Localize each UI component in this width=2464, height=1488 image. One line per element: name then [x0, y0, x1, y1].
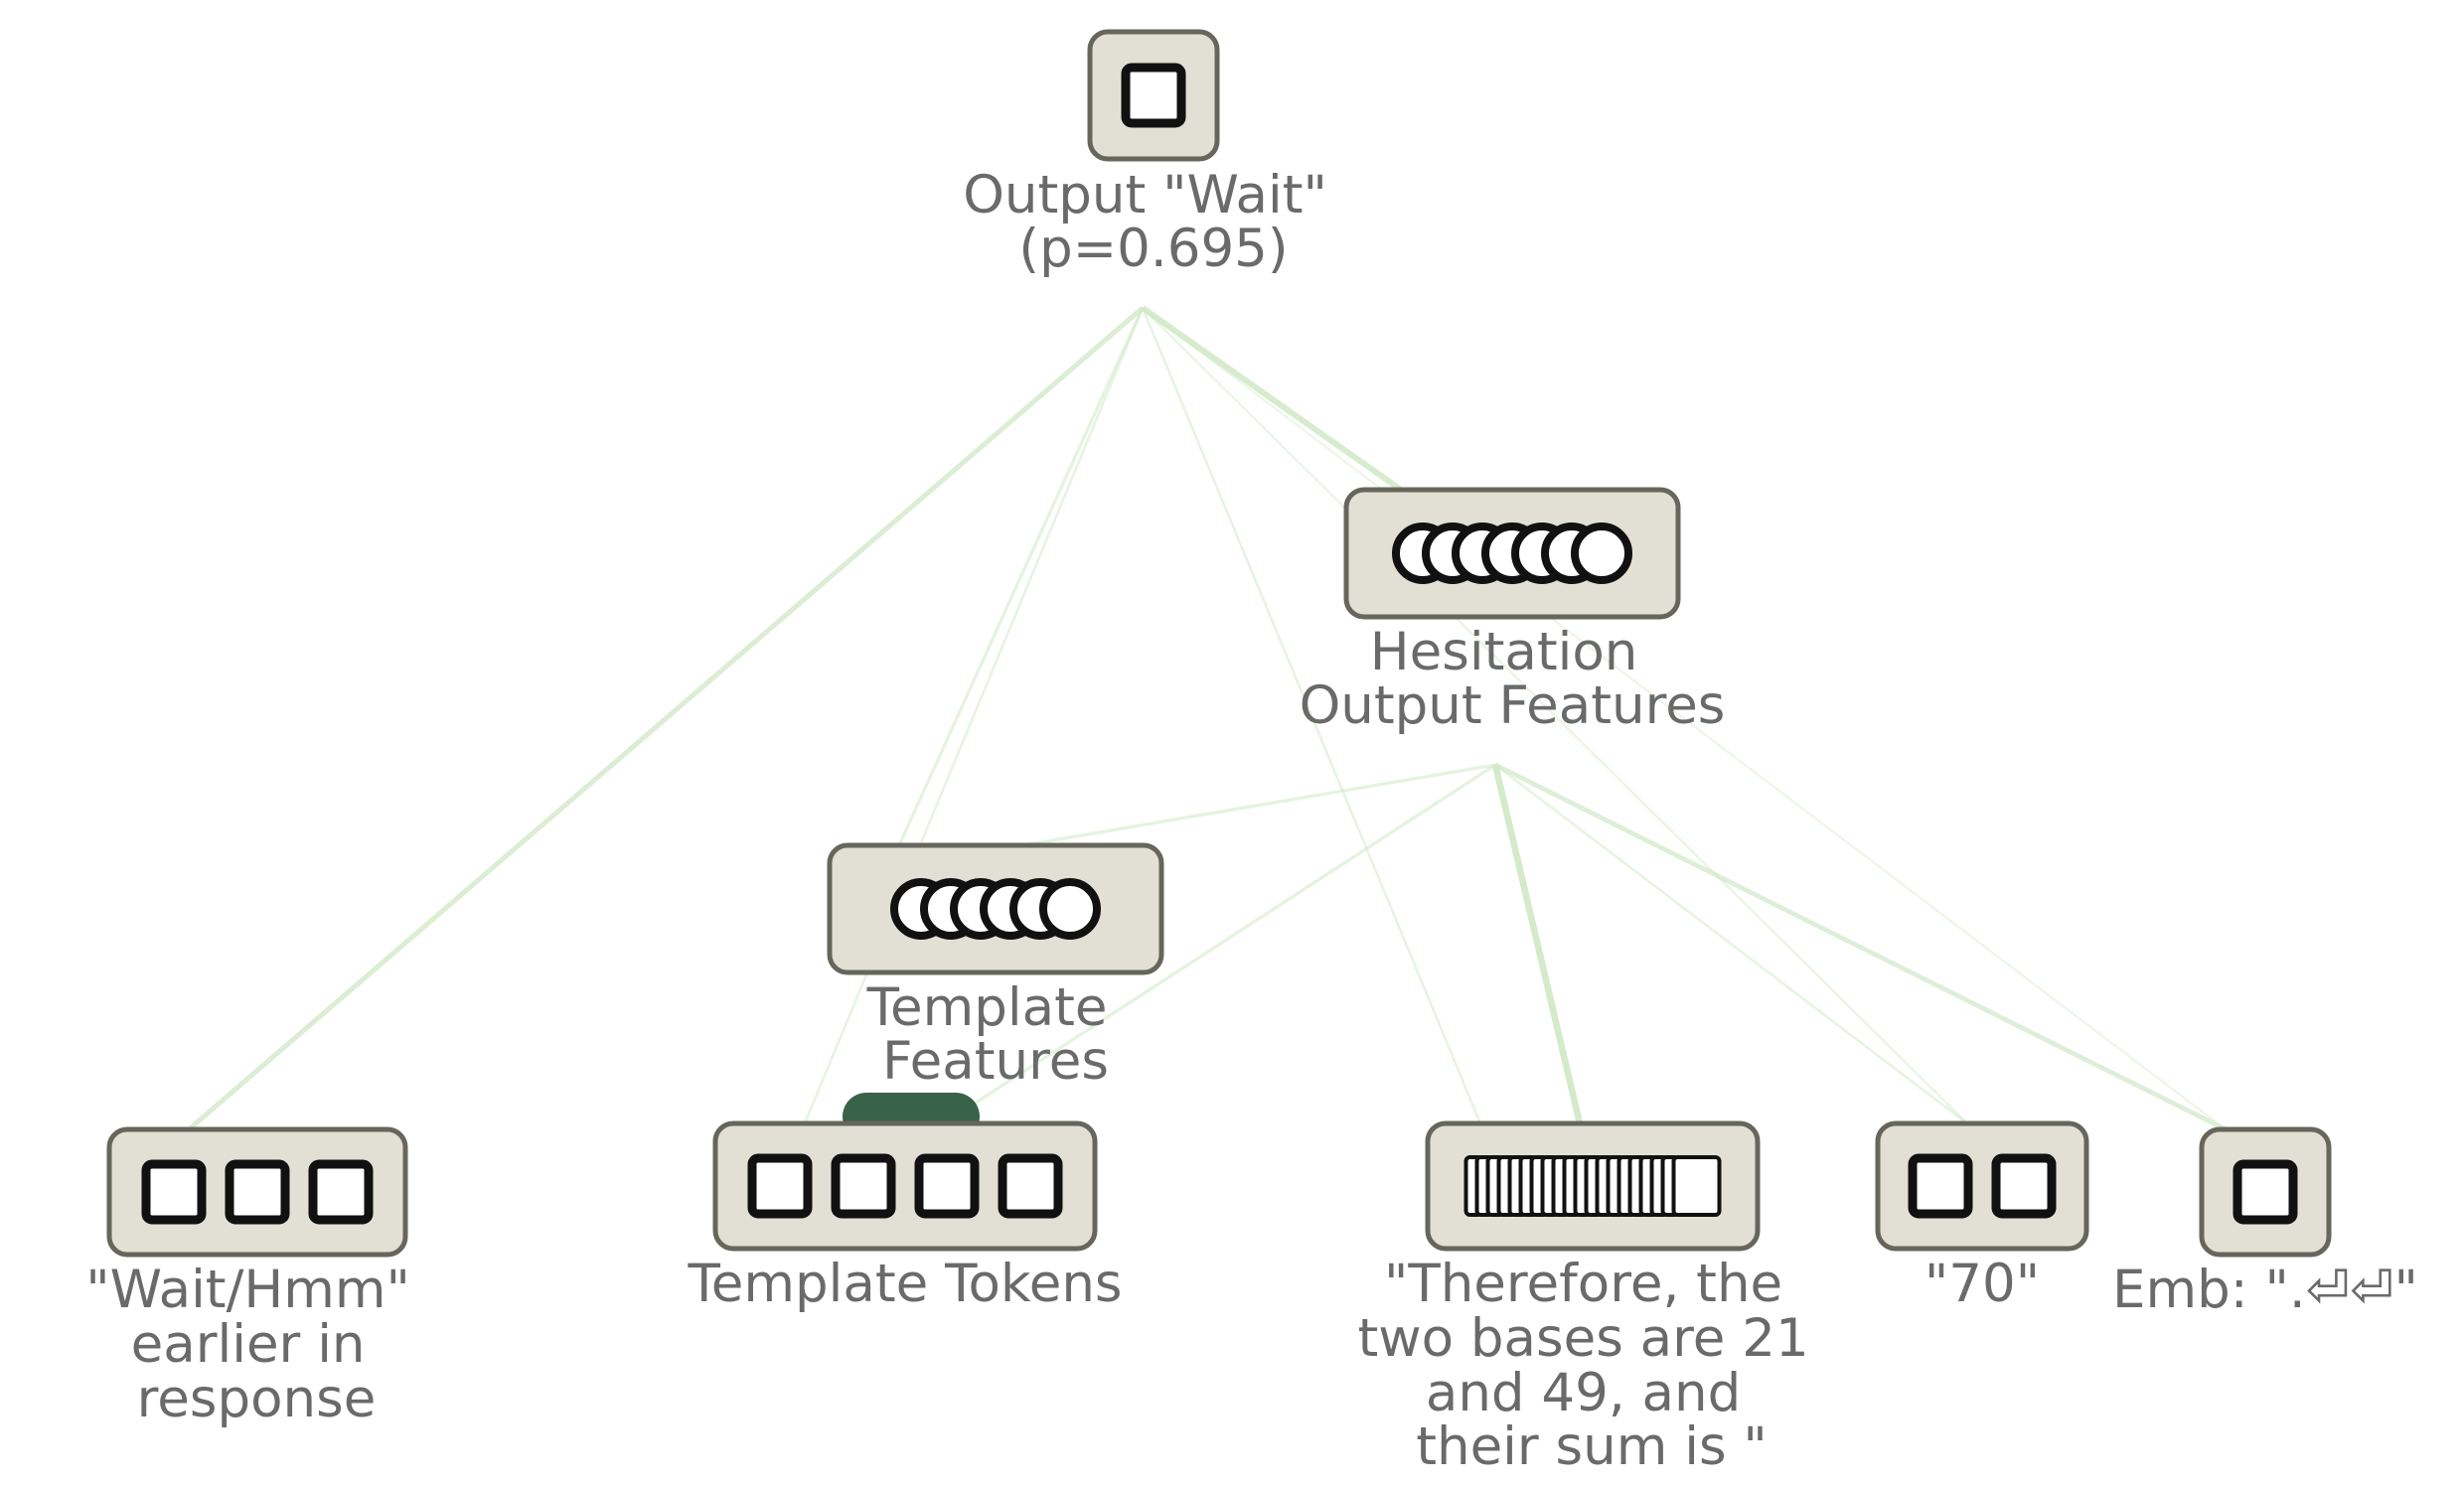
edge-emb_newlines-to-hesitation_output_features	[1493, 762, 2228, 1132]
node-template-tokens-box[interactable]	[712, 1120, 1098, 1252]
label-line: Output "Wait"	[963, 165, 1327, 225]
token-square	[914, 1153, 980, 1219]
edges-layer	[187, 305, 2228, 1132]
token-square	[831, 1153, 896, 1219]
node-tok-70-glyphs	[1908, 1153, 2057, 1219]
label-line: two bases are 21	[1357, 1308, 1808, 1369]
label-line: Hesitation	[1370, 622, 1638, 682]
node-emb-glyphs	[2233, 1159, 2298, 1225]
node-tok-70-label: "70"	[1925, 1254, 2040, 1314]
token-square	[225, 1159, 290, 1225]
edge-template_tokens-to-output_wait	[803, 307, 1145, 1124]
edge-emb_newlines-to-output_wait	[1142, 307, 2227, 1130]
label-line: their sum is "	[1416, 1416, 1768, 1477]
node-template-tokens-glyphs	[747, 1153, 1063, 1219]
label-line: Template Tokens	[687, 1254, 1122, 1314]
label-line: Output Features	[1300, 675, 1726, 736]
node-therefore-label: "Therefore, the two bases are 21 and 49,…	[1357, 1254, 1825, 1477]
node-wait-hmm-glyphs	[141, 1159, 374, 1225]
edge-template_tokens-to-hesitation_output_features	[963, 763, 1496, 1113]
token-square	[2233, 1159, 2298, 1225]
node-therefore-tokens[interactable]: "Therefore, the two bases are 21 and 49,…	[1357, 1120, 1825, 1477]
node-therefore-glyphs	[1463, 1155, 1722, 1217]
label-line: "70"	[1925, 1254, 2040, 1314]
label-line: and 49, and	[1426, 1363, 1741, 1423]
node-template-features-label: Template Features	[866, 977, 1125, 1092]
edge-therefore_tokens-to-hesitation_output_features	[1491, 764, 1584, 1124]
edge-wait_hmm_earlier-to-output_wait	[187, 306, 1145, 1131]
token-bar	[1671, 1155, 1722, 1217]
node-tok-70[interactable]: "70"	[1875, 1120, 2089, 1314]
feature-circle	[1039, 878, 1101, 940]
node-output-wait-label: Output "Wait" (p=0.695)	[963, 165, 1344, 279]
node-emb-label: Emb: ".⏎⏎"	[2112, 1260, 2418, 1320]
token-square	[747, 1153, 813, 1219]
edge-hesitation_output_features-to-output_wait	[1141, 305, 1403, 493]
label-line: "Wait/Hmm"	[85, 1260, 410, 1320]
label-line: Features	[882, 1031, 1109, 1092]
edge-therefore_tokens-to-output_wait	[1141, 307, 1482, 1124]
token-square	[1908, 1153, 1973, 1219]
token-square	[1991, 1153, 2057, 1219]
node-hesitation-label: Hesitation Output Features	[1300, 622, 1726, 736]
edge-template_features-to-output_wait	[897, 307, 1145, 846]
node-template-features[interactable]: Template Features	[827, 842, 1164, 1092]
label-line: earlier in	[131, 1314, 366, 1375]
token-square	[141, 1159, 207, 1225]
node-output-wait-glyphs	[1121, 63, 1186, 128]
node-emb-newlines[interactable]: Emb: ".⏎⏎"	[2112, 1126, 2418, 1320]
node-wait-hmm-label: "Wait/Hmm" earlier in response	[85, 1260, 427, 1429]
token-square	[998, 1153, 1063, 1219]
label-line: response	[137, 1369, 377, 1429]
label-line: Emb: ".⏎⏎"	[2112, 1260, 2418, 1320]
node-wait-hmm-earlier[interactable]: "Wait/Hmm" earlier in response	[85, 1126, 427, 1429]
node-output-wait[interactable]: Output "Wait" (p=0.695)	[963, 29, 1344, 279]
edge-template_features-to-hesitation_output_features	[1022, 763, 1496, 847]
node-hesitation-output-features[interactable]: Hesitation Output Features	[1300, 487, 1726, 736]
node-template-tokens[interactable]: Template Tokens	[687, 1120, 1123, 1314]
feature-circle	[1571, 522, 1632, 584]
node-template-tokens-label: Template Tokens	[687, 1254, 1122, 1314]
node-template-features-glyphs	[890, 878, 1101, 940]
label-line: Template	[866, 977, 1108, 1038]
label-line: "Therefore, the	[1384, 1254, 1782, 1314]
edge-tok_70-to-hesitation_output_features	[1494, 763, 1968, 1125]
token-square	[1121, 63, 1186, 128]
node-hesitation-glyphs	[1392, 522, 1632, 584]
label-line: (p=0.695)	[1018, 219, 1288, 279]
edge-tok_70-to-output_wait	[1142, 307, 1968, 1124]
token-square	[308, 1159, 374, 1225]
